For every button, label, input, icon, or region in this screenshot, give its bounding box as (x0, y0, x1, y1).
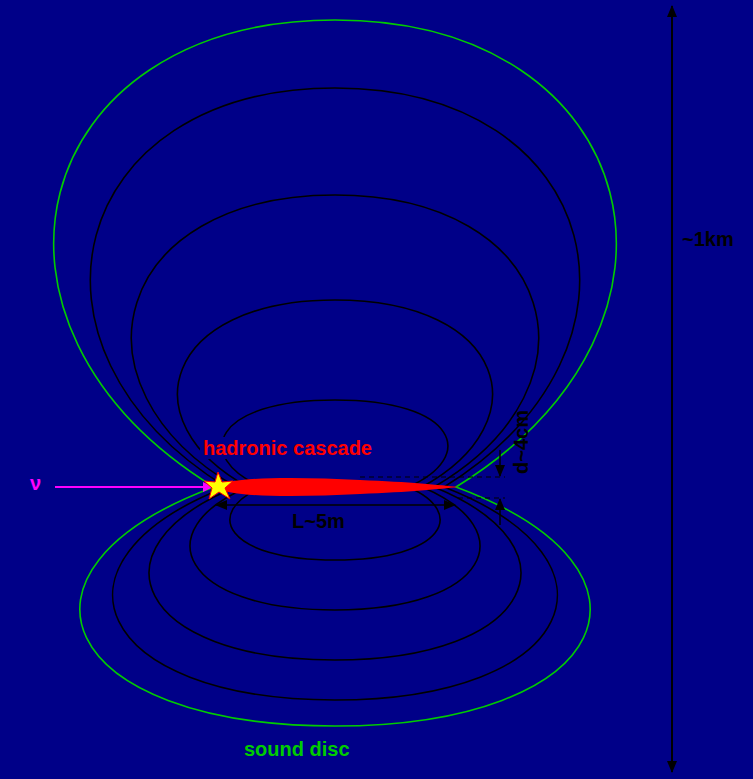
width-arrow (499, 450, 501, 476)
length-dimension (216, 504, 455, 506)
width-guide (360, 476, 505, 477)
height-dimension (671, 6, 673, 772)
neutrino-track (55, 486, 212, 488)
cascade-label: hadronic cascade (200, 437, 375, 459)
pressure-contour (54, 20, 617, 726)
width-guide (458, 497, 505, 498)
pressure-contour (178, 300, 493, 610)
neutrino-symbol: ν (30, 472, 41, 494)
pressure-contour (90, 88, 579, 700)
length-label: L~5m (292, 510, 345, 532)
pressure-contour (131, 195, 538, 660)
width-arrow (499, 499, 501, 525)
sound-disc-label: sound disc (244, 738, 350, 760)
height-label: ~1km (682, 228, 734, 250)
cascade-shape (214, 478, 458, 496)
width-label: d~4cm (510, 410, 532, 474)
interaction-star (204, 472, 233, 499)
